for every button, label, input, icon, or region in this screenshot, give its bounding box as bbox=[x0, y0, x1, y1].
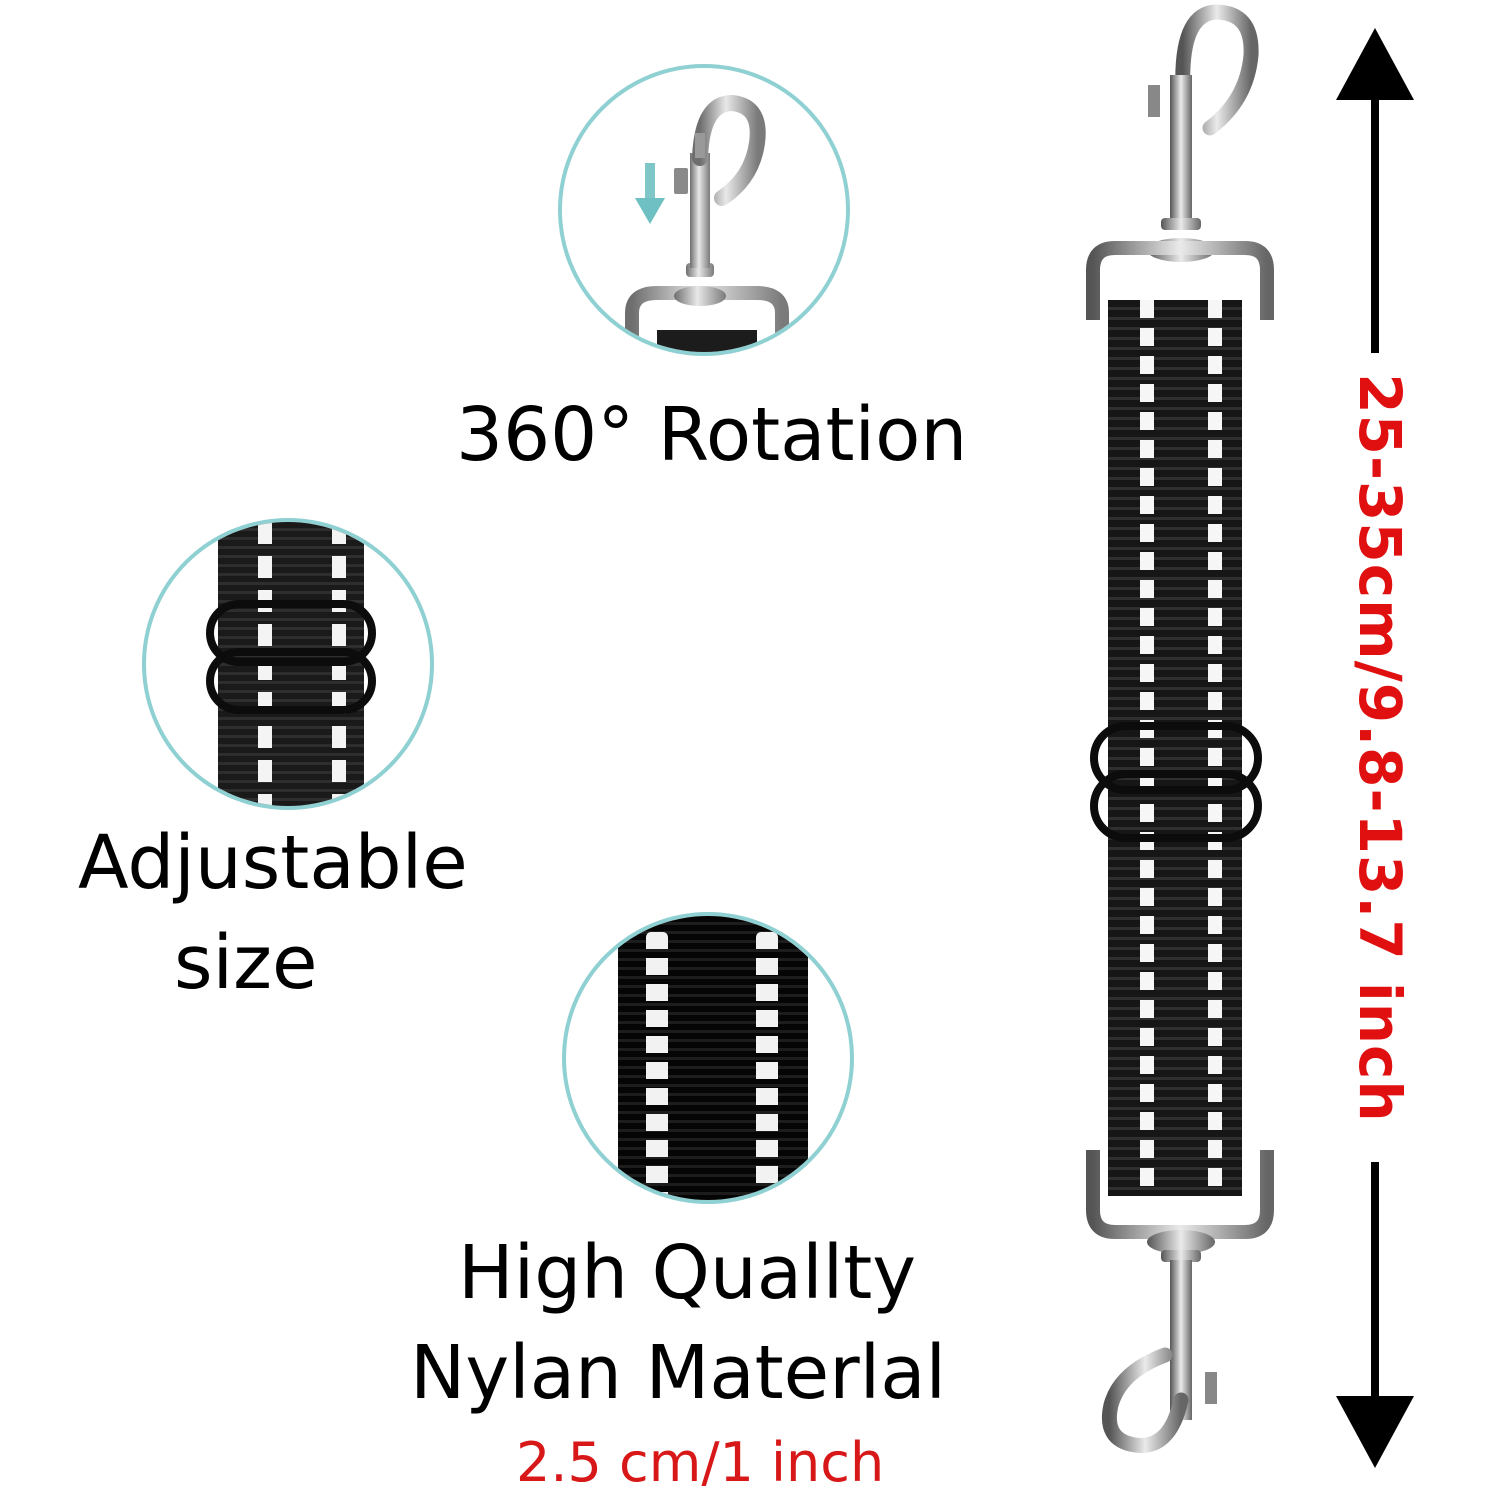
snap-hook-swivel-icon bbox=[625, 94, 789, 352]
arrow-down-icon bbox=[1336, 1396, 1414, 1468]
dimension-arrow-shaft-top bbox=[1371, 98, 1379, 353]
bottom-snap-hook-icon bbox=[1086, 1150, 1274, 1453]
main-adjuster-slider-bottom bbox=[1090, 770, 1262, 842]
adjustable-caption-line1: Adjustable bbox=[78, 820, 468, 906]
adjuster-slider-top bbox=[206, 600, 376, 666]
stitch-line-right bbox=[756, 932, 778, 1200]
width-dimension-label: 2.5 cm/1 inch bbox=[516, 1431, 885, 1494]
stitch-line-left bbox=[646, 932, 668, 1200]
main-adjuster-slider-top bbox=[1090, 722, 1262, 794]
rotation-caption: 360° Rotation bbox=[456, 392, 968, 478]
material-feature-circle bbox=[562, 912, 854, 1204]
adjustable-caption-line2: size bbox=[174, 920, 318, 1006]
material-caption-line2: Nylan Materlal bbox=[410, 1330, 947, 1416]
length-dimension-label: 25-35cm/9.8-13.7 inch bbox=[1346, 373, 1414, 1123]
adjustable-feature-circle bbox=[142, 518, 434, 810]
arrow-up-icon bbox=[1336, 28, 1414, 100]
stitch-line-left bbox=[1140, 300, 1154, 1196]
dimension-arrow-shaft-bottom bbox=[1371, 1162, 1379, 1400]
main-strap bbox=[1108, 300, 1242, 1196]
rotation-feature-circle bbox=[558, 64, 850, 356]
adjuster-slider-bottom bbox=[206, 648, 376, 714]
stitch-line-right bbox=[1208, 300, 1222, 1196]
material-caption-line1: High Quallty bbox=[458, 1230, 917, 1316]
top-snap-hook-icon bbox=[1086, 4, 1274, 320]
